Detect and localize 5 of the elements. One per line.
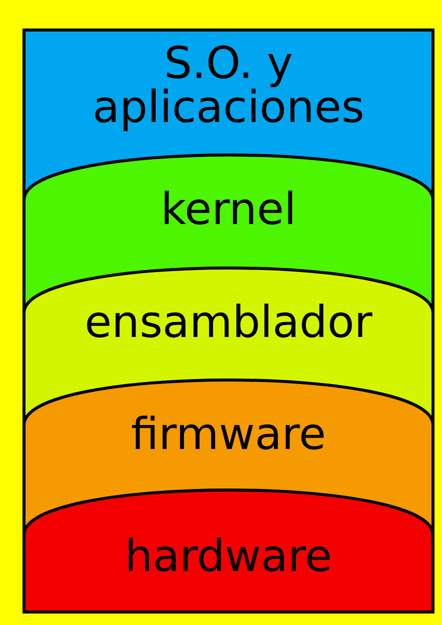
layer-label: ensamblador — [84, 301, 372, 345]
layer-label: kernel — [160, 188, 296, 232]
layer-label: S.O. y aplicaciones — [92, 42, 366, 130]
layer-label: firmware — [130, 413, 326, 457]
layer-label: hardware — [124, 535, 332, 579]
